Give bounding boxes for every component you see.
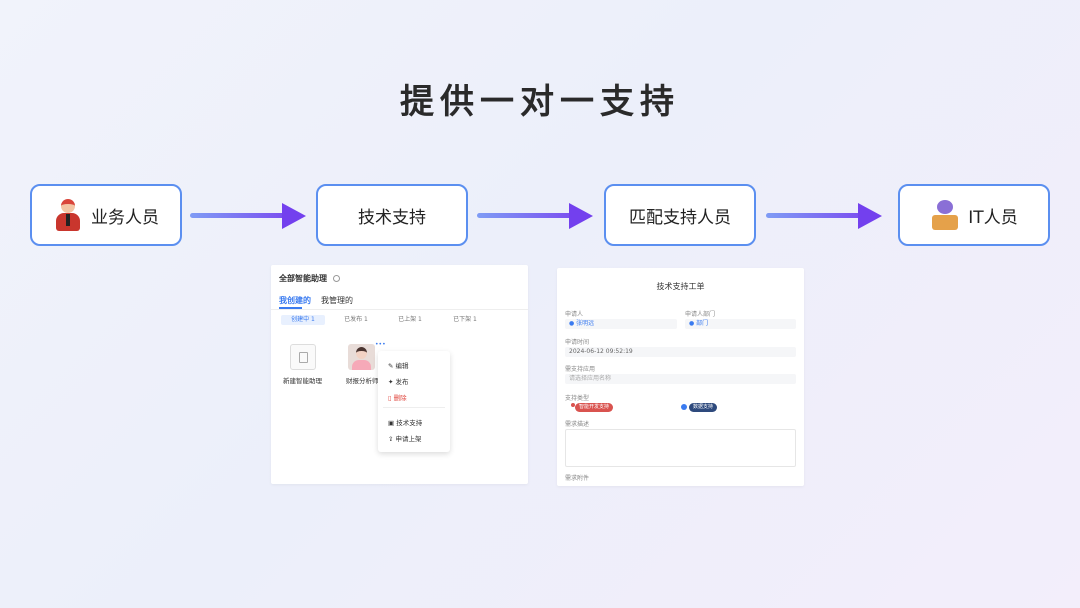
applicant-label: 申请人 — [565, 311, 584, 318]
flow-step-match-support: 匹配支持人员 — [604, 184, 756, 246]
assistant-panel-header: 全部智能助理 — [279, 273, 340, 284]
dept-label: 申请人部门 — [685, 311, 716, 318]
filter-delisted[interactable]: 已下架 1 — [453, 316, 477, 323]
edit-icon: ✎ — [388, 362, 394, 370]
menu-item-delete[interactable]: ▯ 删除 — [388, 394, 407, 402]
type-label: 支持类型 — [565, 395, 590, 402]
assistant-panel: 全部智能助理 我创建的 我管理的 创建中 1 已发布 1 已上架 1 已下架 1… — [271, 265, 528, 484]
type-radio-2[interactable] — [681, 404, 687, 410]
flow-arrow-1 — [190, 203, 306, 229]
flow-step-it-person: IT人员 — [898, 184, 1050, 246]
tab-created-by-me[interactable]: 我创建的 — [279, 296, 311, 305]
upload-icon: ⇪ — [388, 435, 394, 443]
applicant-field[interactable]: ● 张明远 — [565, 319, 677, 329]
flow-step-label: IT人员 — [968, 207, 1018, 228]
user-icon: ● — [569, 320, 575, 327]
it-person-avatar-icon — [930, 198, 960, 232]
context-menu: ✎ 编辑 ✦ 发布 ▯ 删除 ▣ 技术支持 ⇪ 申请上架 — [378, 351, 450, 452]
analyst-label[interactable]: 财报分析师 — [346, 377, 379, 385]
menu-item-edit[interactable]: ✎ 编辑 — [388, 362, 409, 370]
analyst-avatar-icon[interactable] — [348, 344, 375, 370]
flow-step-business-person: 业务人员 — [30, 184, 182, 246]
menu-divider — [383, 407, 445, 408]
type-tag-dev-support[interactable]: 智能开发支持 — [575, 403, 614, 412]
flow-arrow-3 — [766, 203, 882, 229]
flow-step-label: 匹配支持人员 — [629, 207, 731, 228]
wrench-icon: ✦ — [388, 378, 394, 386]
filter-creating[interactable]: 创建中 1 — [281, 315, 325, 325]
more-icon[interactable]: ••• — [375, 341, 386, 348]
flow-step-label: 业务人员 — [91, 207, 159, 228]
filter-published[interactable]: 已发布 1 — [344, 316, 368, 323]
desc-textarea[interactable] — [565, 429, 796, 467]
flow-arrow-2 — [477, 203, 593, 229]
flow-step-tech-support: 技术支持 — [316, 184, 468, 246]
type-tag-data-support[interactable]: 数据支持 — [689, 403, 718, 412]
active-tab-underline — [279, 307, 302, 309]
ticket-title: 技术支持工单 — [656, 282, 705, 291]
filter-listed[interactable]: 已上架 1 — [398, 316, 422, 323]
new-assistant-label[interactable]: 新建智能助理 — [283, 377, 322, 385]
group-icon: ● — [689, 320, 695, 327]
app-label: 需支持应用 — [565, 366, 596, 373]
app-select[interactable]: 请选择应用名称 — [565, 374, 796, 384]
tab-managed-by-me[interactable]: 我管理的 — [321, 296, 353, 305]
flow-step-label: 技术支持 — [358, 207, 426, 228]
page-title: 提供一对一支持 — [400, 82, 680, 122]
business-person-avatar-icon — [53, 198, 83, 232]
ticket-panel: 技术支持工单 申请人 ● 张明远 申请人部门 ● 部门 申请时间 2024-06… — [557, 268, 804, 486]
type-radio-1[interactable] — [571, 403, 575, 407]
time-field[interactable]: 2024-06-12 09:52:19 — [565, 347, 796, 357]
time-label: 申请时间 — [565, 339, 590, 346]
refresh-icon[interactable] — [332, 275, 340, 282]
trash-icon: ▯ — [388, 394, 392, 402]
menu-item-publish[interactable]: ✦ 发布 — [388, 378, 409, 386]
menu-item-tech-support[interactable]: ▣ 技术支持 — [388, 419, 423, 427]
dept-field[interactable]: ● 部门 — [685, 319, 796, 329]
menu-item-apply-listing[interactable]: ⇪ 申请上架 — [388, 435, 422, 443]
tab-divider — [271, 309, 528, 310]
support-icon: ▣ — [388, 419, 395, 427]
attach-label: 需求附件 — [565, 475, 590, 482]
new-assistant-card-icon[interactable] — [290, 344, 316, 370]
desc-label: 需求描述 — [565, 421, 590, 428]
